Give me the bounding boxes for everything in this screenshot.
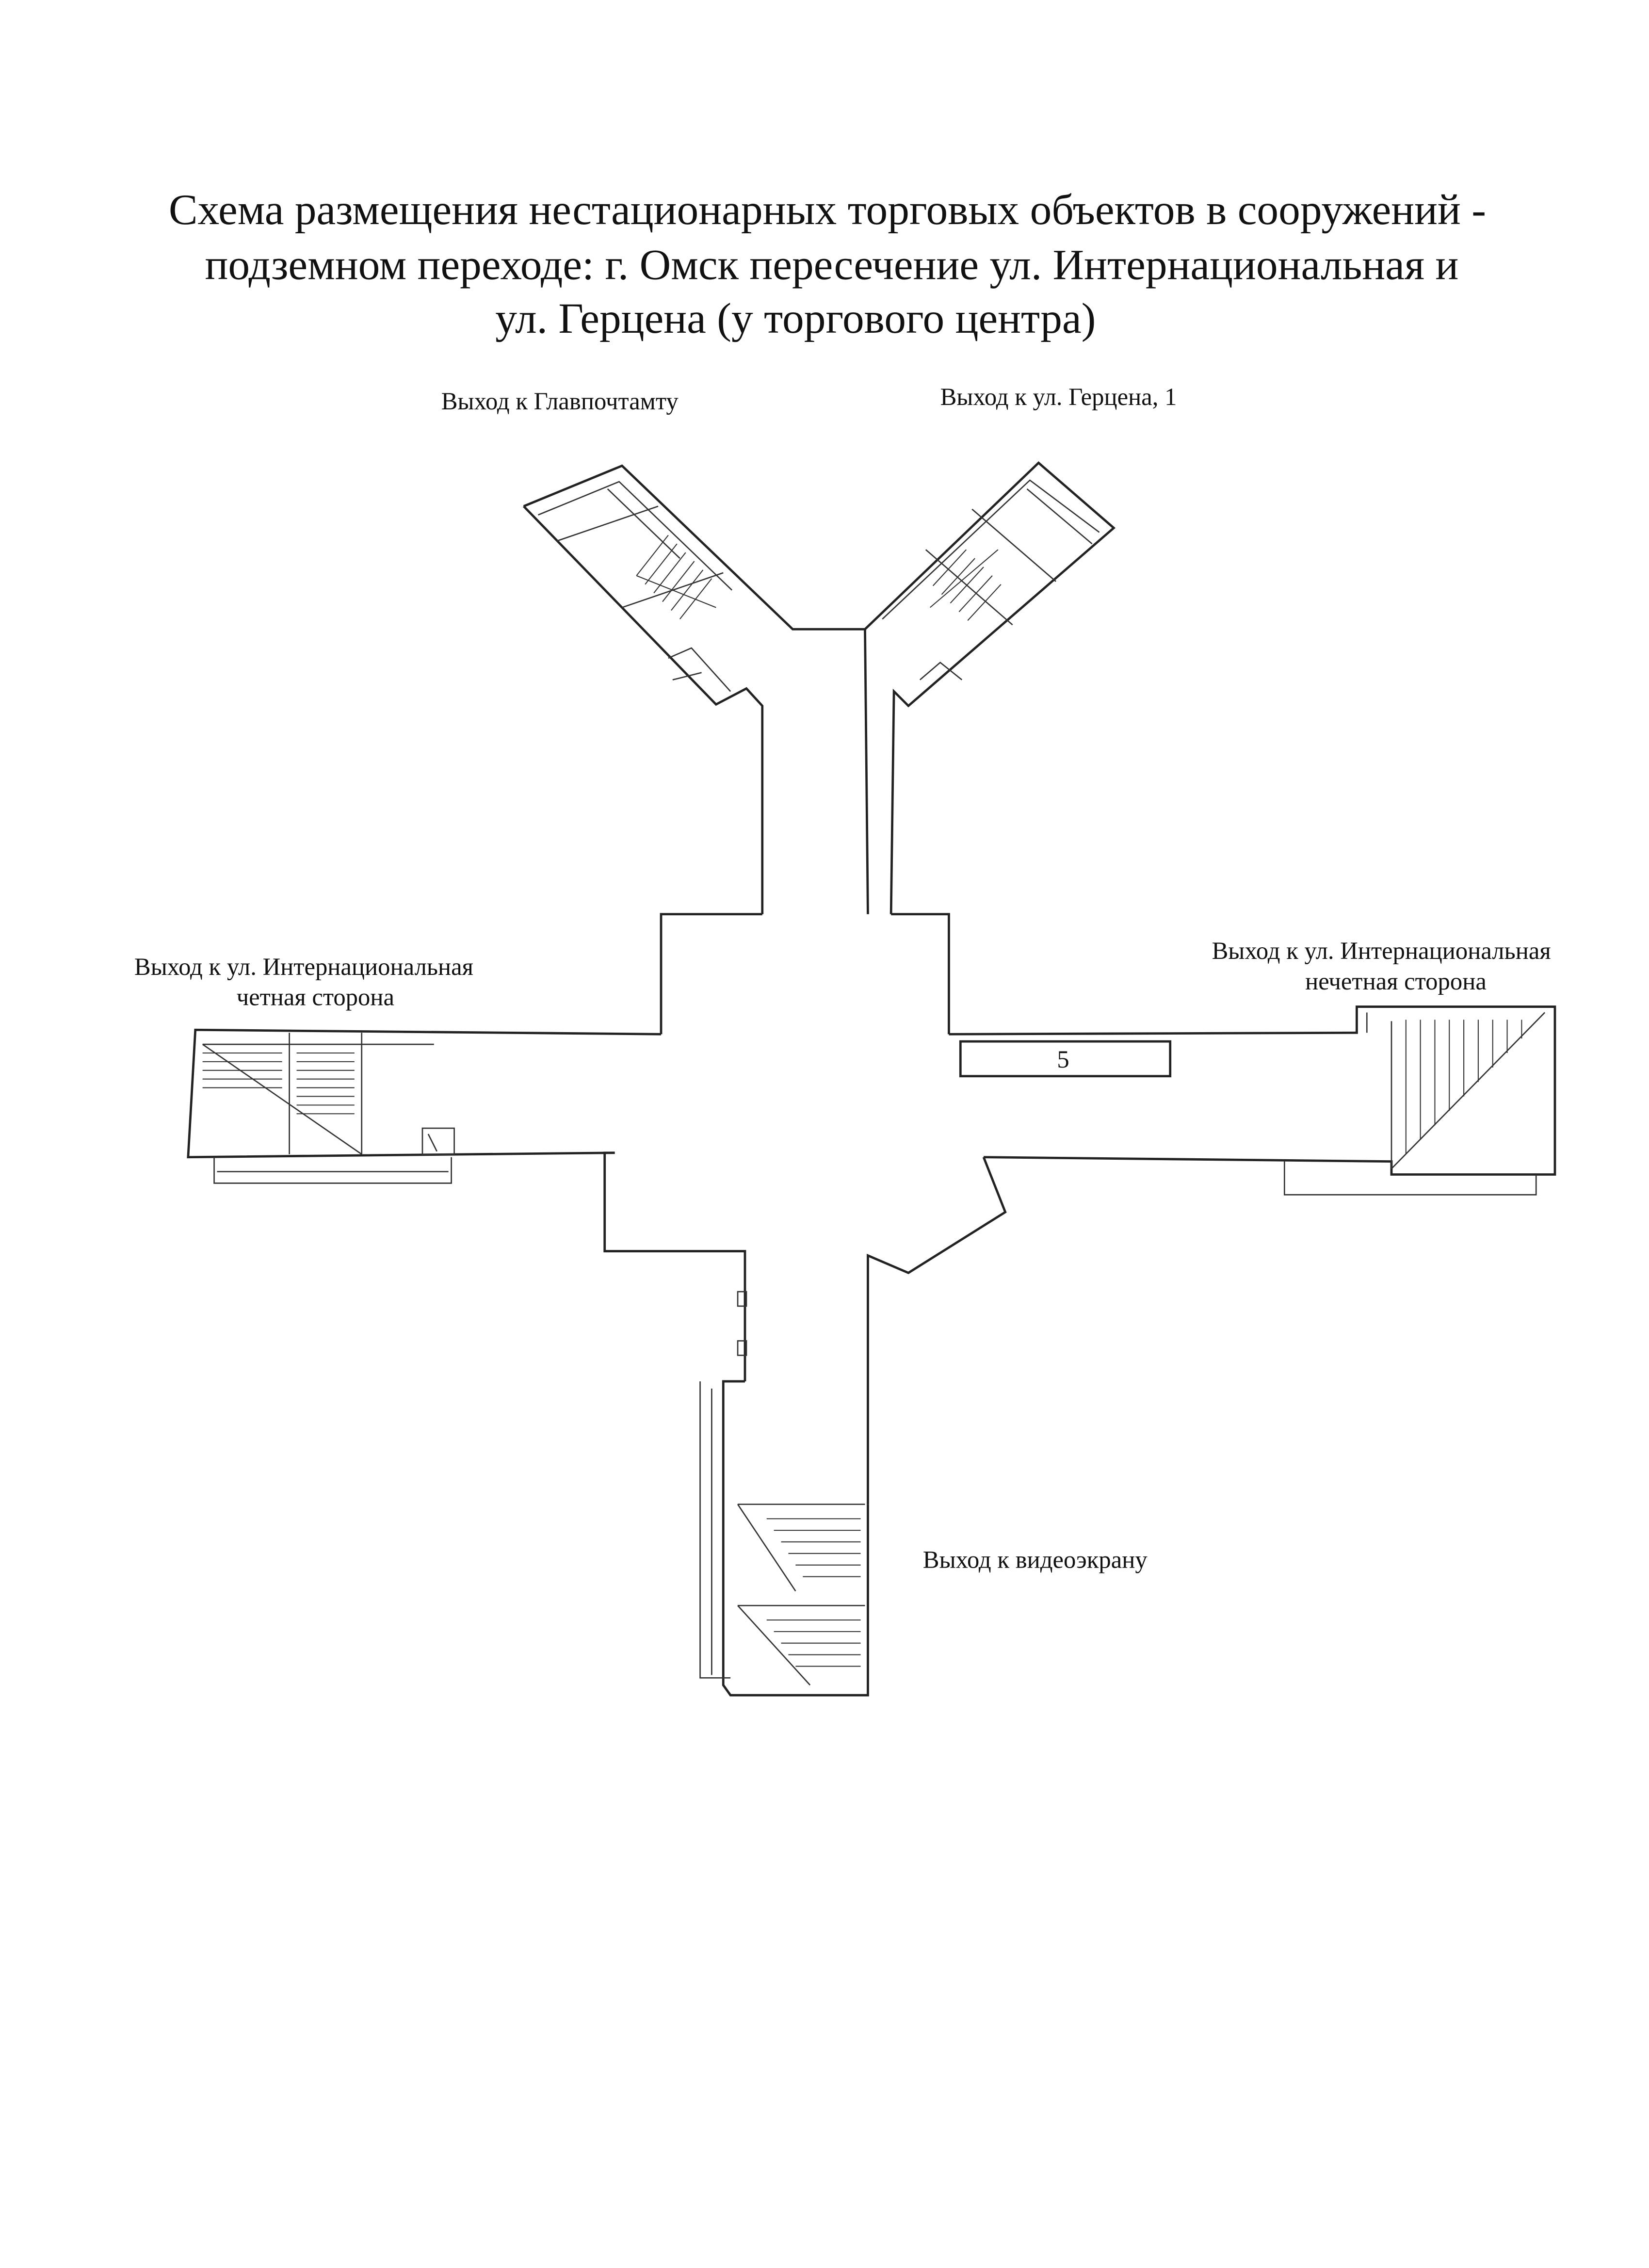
exit-label-north-west: Выход к Главпочтамту (441, 388, 679, 415)
north-west-stair-steps (636, 535, 716, 620)
title-line-3: ул. Герцена (у торгового центра) (495, 294, 1096, 342)
north-west-exit-arm (523, 464, 869, 914)
south-exit-arm (699, 1291, 869, 1697)
title-line-2: подземном переходе: г. Омск пересечение … (205, 241, 1458, 289)
west-exit-arm (187, 1028, 662, 1184)
north-east-stair-steps (930, 549, 1002, 621)
exit-label-east-line-1: Выход к ул. Интернациональная (1212, 937, 1551, 964)
exit-label-east-line-2: нечетная сторона (1305, 968, 1487, 995)
exit-label-west-line-2: четная сторона (237, 984, 394, 1011)
kiosk-5-number: 5 (1057, 1046, 1069, 1073)
page-title: Схема размещения нестационарных торговых… (169, 186, 1486, 342)
exit-label-north-east: Выход к ул. Герцена, 1 (940, 383, 1177, 410)
west-stair-steps (202, 1052, 355, 1115)
floor-plan: 5 (187, 461, 1556, 1697)
east-stair-steps (1405, 1020, 1522, 1154)
exit-label-west-line-1: Выход к ул. Интернациональная (134, 953, 473, 980)
kiosk-5 (959, 1040, 1172, 1078)
east-exit-arm: 5 (949, 1005, 1556, 1196)
exit-label-south: Выход к видеоэкрану (923, 1546, 1148, 1573)
title-line-1: Схема размещения нестационарных торговых… (169, 186, 1486, 234)
north-east-exit-arm (864, 461, 1116, 914)
south-stair-steps (766, 1518, 861, 1667)
